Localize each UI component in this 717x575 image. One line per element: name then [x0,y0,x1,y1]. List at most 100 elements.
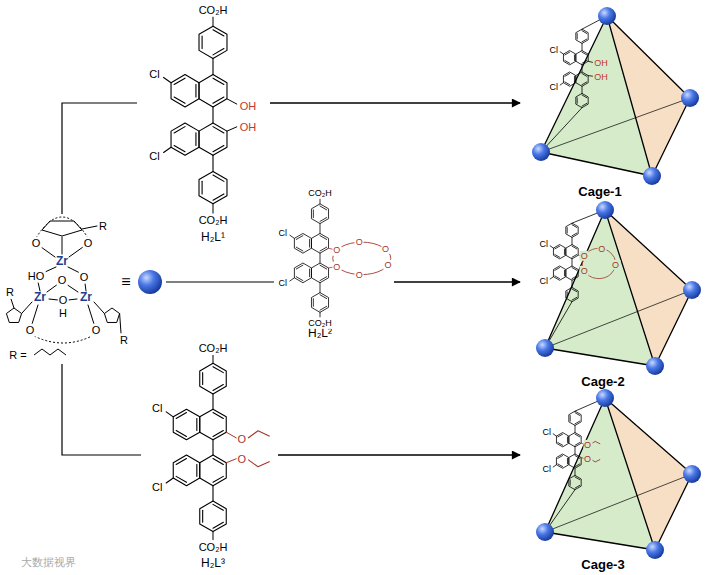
double-bond [565,74,570,77]
bond-line [82,226,97,229]
double-bond [213,175,224,181]
double-bond [320,295,327,299]
tetrahedral-cage [536,389,701,559]
double-bond [176,458,186,464]
aromatic-ring [199,172,227,204]
metal-atom-label: Zr [55,255,69,269]
double-bond [582,39,587,42]
double-bond [213,476,223,482]
aromatic-ring [576,51,588,65]
metal-node-sphere [646,541,664,559]
double-bond [572,276,577,279]
double-bond [313,210,314,218]
bond-line [575,425,576,432]
aromatic-ring [200,409,227,440]
double-bond [555,254,560,257]
double-bond [320,306,327,310]
watermark: 大数据视界 [20,556,77,569]
bond-line [212,486,213,501]
double-bond [572,297,577,300]
hydroxyl-label: OH [593,58,609,68]
cluster-atom-label: O [83,237,94,250]
double-bond [572,289,577,292]
connector-line [62,103,137,214]
bond-line [166,412,173,417]
aromatic-ring [569,454,581,468]
bond-line [213,204,214,214]
bond-line [212,394,213,409]
double-bond [213,522,223,528]
bond-line [45,267,56,272]
aromatic-ring [566,287,578,301]
chloro-label: Cl [148,67,160,80]
bond-line [226,459,236,463]
carboxyl-label: CO₂H [198,4,229,17]
cluster-atom-label: O [57,274,68,287]
ether-oxygen-label: O [580,266,589,276]
bond-line [560,83,563,85]
chloro-label: Cl [548,45,559,55]
cage-edge [545,532,655,550]
double-bond [582,74,587,77]
bond-line [38,282,40,291]
double-bond [309,269,310,277]
node-title: Cage-2 [580,375,625,390]
carboxylate-bridge [34,336,92,343]
double-bond [213,430,223,436]
aromatic-ring [294,263,311,283]
aromatic-ring [563,72,575,86]
bond-line [164,147,171,152]
cluster-atom-label: O [58,294,69,307]
aromatic-ring [553,266,565,280]
double-bond [195,133,196,146]
double-bond [174,145,185,151]
bond-line [320,199,321,204]
cluster-atom-label: O [91,324,102,337]
bond-line [553,434,556,436]
double-bond [202,373,203,385]
carboxyl-label: CO₂H [307,188,333,198]
double-bond [558,464,563,467]
ether-oxygen-label: O [384,260,393,270]
cage-face [605,210,692,366]
node-title: H₂L¹ [200,231,226,245]
double-bond [567,227,568,233]
bond-line [572,237,573,244]
bond-line [32,305,38,324]
hydroxyl-label: OH [239,100,258,113]
aromatic-ring [576,72,588,86]
cage-edge [607,16,652,176]
aromatic-ring [171,123,199,155]
bond-line [290,278,295,281]
double-bond [296,247,303,251]
bond-line [320,312,321,317]
aromatic-ring [576,93,588,107]
metal-node-sphere [536,523,554,541]
double-bond [565,82,570,85]
double-bond [309,239,310,247]
chloro-label: Cl [538,276,549,286]
metal-node-sphere [596,201,614,219]
cage-edge [541,98,690,152]
chloro-label: Cl [541,464,552,474]
bond-line [88,305,94,324]
cage-edge [605,398,655,550]
aromatic-ring [199,26,227,58]
double-bond [320,265,327,269]
double-bond [213,385,223,391]
double-bond [567,292,568,298]
carboxyl-label: CO₂H [307,318,333,328]
double-bond [575,464,580,467]
ether-oxygen-label: O [580,251,589,261]
bond-line [166,478,173,483]
bond-line [212,440,213,455]
double-bond [575,477,580,480]
double-bond [564,249,565,255]
cyclopentadienyl-ring [6,308,21,322]
metal-node-sphere [683,281,701,299]
double-bond [582,95,587,98]
connector-line [166,281,274,282]
metal-node-sphere [536,339,554,357]
